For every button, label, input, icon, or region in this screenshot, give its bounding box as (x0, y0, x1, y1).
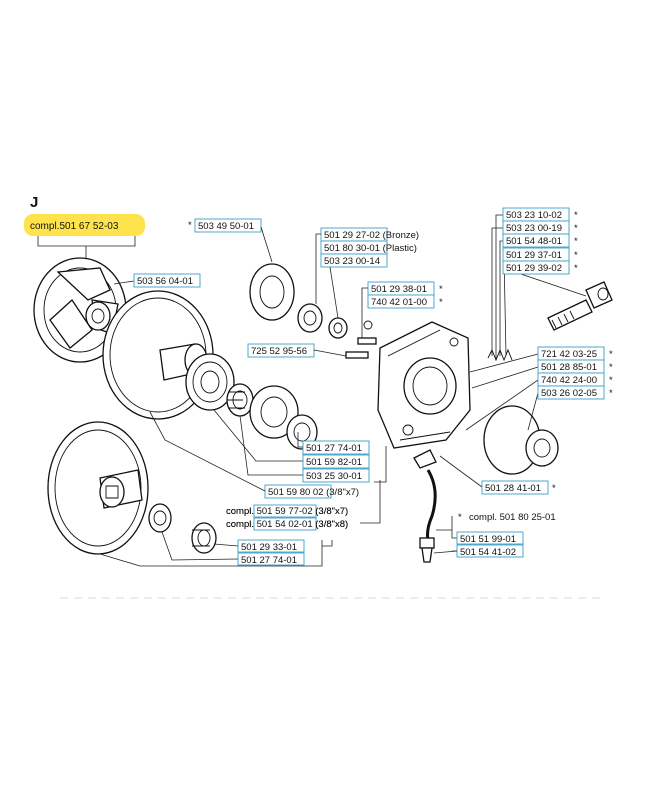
screw-c-label: 725 52 95-56 (251, 346, 307, 357)
svg-text:*: * (458, 512, 462, 523)
pump-seal (483, 405, 559, 475)
right-label-5: 501 29 39-02 (506, 263, 562, 274)
drum-label-1: 501 27 74-01 (306, 443, 362, 454)
svg-text:compl. 501 54 02-01 (3/8"x8): compl. 501 54 02-01 (3/8"x8) (226, 519, 348, 530)
oil-label-1: 501 28 41-01 (485, 483, 541, 494)
right-label-9: 503 26 02-05 (541, 388, 597, 399)
washer-large (249, 385, 299, 439)
svg-text:*: * (574, 210, 578, 221)
washer-drum (286, 414, 318, 450)
svg-text:compl. 501 59 77-02 (3/8"x7): compl. 501 59 77-02 (3/8"x7) (226, 506, 348, 517)
highlight-marker (24, 214, 145, 236)
washer-lower (148, 503, 172, 533)
svg-text:*: * (439, 284, 443, 295)
right-label-4: 501 29 37-01 (506, 250, 562, 261)
clutch-assembly-label: compl.501 67 52-03 (24, 214, 145, 236)
right-label-2: 503 23 00-19 (506, 223, 562, 234)
svg-text:*: * (574, 223, 578, 234)
right-label-1: 503 23 10-02 (506, 210, 562, 221)
bolt-part (345, 351, 369, 359)
needle-bearing (226, 383, 254, 417)
oil-pump-housing (377, 321, 471, 449)
washer-small (328, 317, 348, 339)
svg-text:*: * (574, 250, 578, 261)
svg-text:*: * (552, 483, 556, 494)
clutch-drum-upper (102, 290, 214, 420)
lower-label-1: 501 29 33-01 (241, 542, 297, 553)
washer-small-label: 503 23 00-14 (324, 256, 380, 267)
drum-label-2: 501 59 82-01 (306, 457, 362, 468)
right-label-3: 501 54 48-01 (506, 236, 562, 247)
oil-compl-label: compl. 501 80 25-01 (469, 512, 556, 523)
lower-label-2: 501 27 74-01 (241, 555, 297, 566)
svg-text:*: * (574, 263, 578, 274)
washer-top-label: 503 49 50-01 (198, 221, 254, 232)
needle-bearing-lower (191, 522, 217, 554)
drum-label-4: 501 59 80 02 (3/8"x7) (268, 487, 359, 498)
clutch-bracket (37, 236, 136, 258)
screw-part (357, 320, 377, 345)
screw-b-label: 740 42 01-00 (371, 297, 427, 308)
svg-text:*: * (609, 388, 613, 399)
bearing (297, 303, 323, 333)
clutch-drum-lower (47, 421, 149, 555)
screw-a-label: 501 29 38-01 (371, 284, 427, 295)
drum-label-3: 503 25 30-01 (306, 471, 362, 482)
rim-sprocket (185, 353, 235, 411)
svg-text:*: * (574, 236, 578, 247)
svg-text:*: * (188, 220, 192, 231)
oil-hose (413, 449, 437, 563)
svg-text:*: * (609, 362, 613, 373)
leader-clutch-shoe (113, 280, 135, 285)
right-label-7: 501 28 85-01 (541, 362, 597, 373)
right-label-6: 721 42 03-25 (541, 349, 597, 360)
section-letter: J (30, 194, 38, 211)
washer-top (249, 263, 295, 321)
oil-label-3: 501 54 41-02 (460, 547, 516, 558)
svg-text:*: * (609, 375, 613, 386)
clutch-shoe-label: 503 56 04-01 (137, 276, 193, 287)
pump-shaft (547, 281, 613, 331)
oil-label-2: 501 51 99-01 (460, 534, 516, 545)
bearing-bronze-label: 501 29 27-02 (Bronze) (324, 230, 419, 241)
svg-text:*: * (609, 349, 613, 360)
svg-text:*: * (439, 297, 443, 308)
clutch-compl-label: compl.501 67 52-03 (30, 221, 119, 232)
bearing-plastic-label: 501 80 30-01 (Plastic) (324, 243, 417, 254)
right-label-8: 740 42 24-00 (541, 375, 597, 386)
